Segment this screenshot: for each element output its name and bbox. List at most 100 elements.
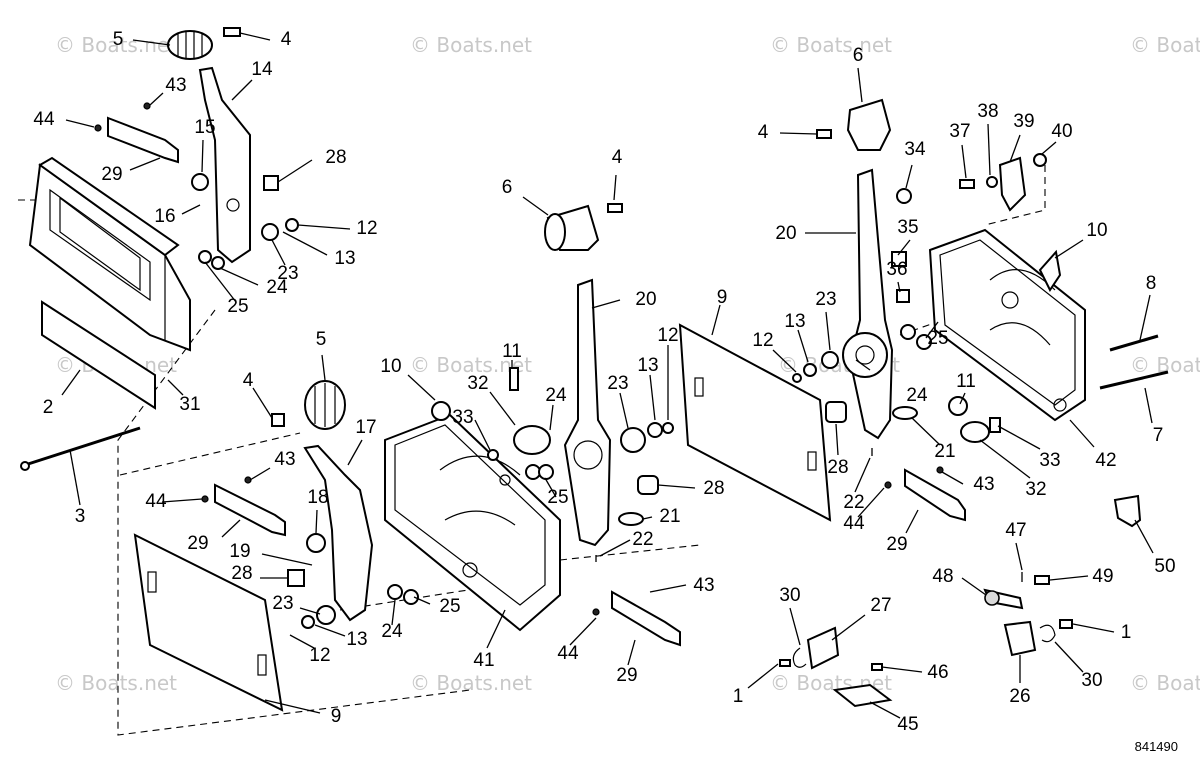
callout-label: 34 (904, 139, 926, 160)
callout-label: 49 (1092, 566, 1113, 587)
callout-label: 37 (949, 121, 970, 142)
lever-20-center (563, 278, 612, 547)
callout-label: 24 (381, 621, 403, 642)
plate-9-left (133, 533, 284, 712)
lever-20-right (842, 168, 894, 440)
callout-label: 32 (1025, 479, 1046, 500)
callout-label: 43 (693, 575, 714, 596)
detent-29-center (592, 590, 681, 647)
callout-label: 11 (956, 371, 976, 392)
knob-5-top (167, 30, 213, 60)
callout-label: 29 (616, 665, 637, 686)
callout-label: 23 (815, 289, 836, 310)
callout-label: 23 (277, 263, 298, 284)
callout-label: 24 (545, 385, 567, 406)
callout-label: 39 (1013, 111, 1034, 132)
callout-label: 20 (635, 289, 656, 310)
callout-label: 6 (853, 45, 864, 66)
watermark: © Boats.net (1130, 33, 1200, 57)
callout-label: 5 (113, 29, 124, 50)
callout-label: 8 (1146, 273, 1157, 294)
callout-label: 13 (637, 355, 658, 376)
callout-label: 20 (775, 223, 796, 244)
callout-label: 4 (243, 370, 254, 391)
callout-label: 1 (1121, 622, 1132, 643)
callout-label: 5 (316, 329, 327, 350)
callout-label: 43 (973, 474, 994, 495)
callout-label: 40 (1051, 121, 1072, 142)
callout-label: 17 (355, 417, 376, 438)
callout-label: 23 (272, 593, 293, 614)
plate-9-center (678, 323, 832, 522)
callout-label: 44 (843, 513, 865, 534)
callout-label: 30 (1081, 670, 1102, 691)
callout-label: 3 (75, 506, 86, 527)
callout-label: 29 (101, 164, 122, 185)
detent-29-lower (214, 483, 286, 537)
callout-label: 27 (870, 595, 891, 616)
callout-label: 42 (1095, 450, 1116, 471)
callout-label: 22 (632, 529, 653, 550)
callout-label: 44 (557, 643, 579, 664)
callout-label: 24 (906, 385, 928, 406)
callout-label: 28 (325, 147, 346, 168)
watermark: © Boats.net (410, 33, 532, 57)
callout-label: 2 (43, 397, 54, 418)
lever-17 (303, 444, 374, 622)
small-parts-center (431, 203, 674, 562)
callout-label: 12 (752, 330, 773, 351)
callout-label: 24 (266, 277, 288, 298)
knob-5-lower (304, 380, 346, 430)
callout-label: 33 (452, 407, 473, 428)
callout-label: 44 (33, 109, 55, 130)
callout-label: 16 (154, 206, 175, 227)
cover-2 (41, 300, 156, 410)
callout-label: 32 (467, 373, 488, 394)
callout-label: 21 (659, 506, 680, 527)
callout-label: 46 (927, 662, 948, 683)
callout-label: 41 (473, 650, 494, 671)
callout-label: 43 (274, 449, 295, 470)
housing-42 (928, 228, 1086, 422)
callout-label: 28 (231, 563, 252, 584)
watermark: © Boats.net (410, 671, 532, 695)
callout-label: 10 (1086, 220, 1107, 241)
leader-lines (61, 32, 1154, 719)
callout-label: 4 (281, 29, 292, 50)
panel-31 (28, 156, 191, 352)
callout-label: 25 (227, 296, 248, 317)
callout-label: 28 (827, 457, 848, 478)
callout-label: 9 (331, 706, 342, 727)
callout-label: 26 (1009, 686, 1030, 707)
screw-8 (1109, 334, 1159, 352)
callout-label: 30 (779, 585, 800, 606)
callout-label: 38 (977, 101, 998, 122)
handle-6-right (846, 98, 892, 151)
callout-label: 12 (356, 218, 377, 239)
callout-label: 12 (309, 645, 330, 666)
callout-label: 29 (886, 534, 907, 555)
callout-label: 13 (346, 629, 367, 650)
callout-label: 13 (334, 248, 355, 269)
callout-label: 25 (927, 328, 948, 349)
watermark: © Boats.net (55, 671, 177, 695)
screw-3 (20, 426, 141, 471)
callout-label: 28 (703, 478, 724, 499)
watermark: © Boats.net (1130, 671, 1200, 695)
callout-label: 44 (145, 491, 167, 512)
watermark: © Boats.net (770, 33, 892, 57)
detent-29-left (107, 116, 179, 164)
callout-label: 36 (886, 259, 907, 280)
figure-code: 841490 (1135, 739, 1178, 754)
callout-label: 31 (179, 394, 200, 415)
callout-label: 33 (1039, 450, 1060, 471)
watermark: © Boats.net (55, 33, 177, 57)
callout-label: 4 (612, 147, 623, 168)
lever-14 (198, 66, 251, 264)
callout-label: 6 (502, 177, 513, 198)
callout-label: 12 (657, 325, 678, 346)
callout-label: 11 (502, 341, 522, 362)
callout-label: 13 (784, 311, 805, 332)
callout-label: 10 (380, 356, 401, 377)
